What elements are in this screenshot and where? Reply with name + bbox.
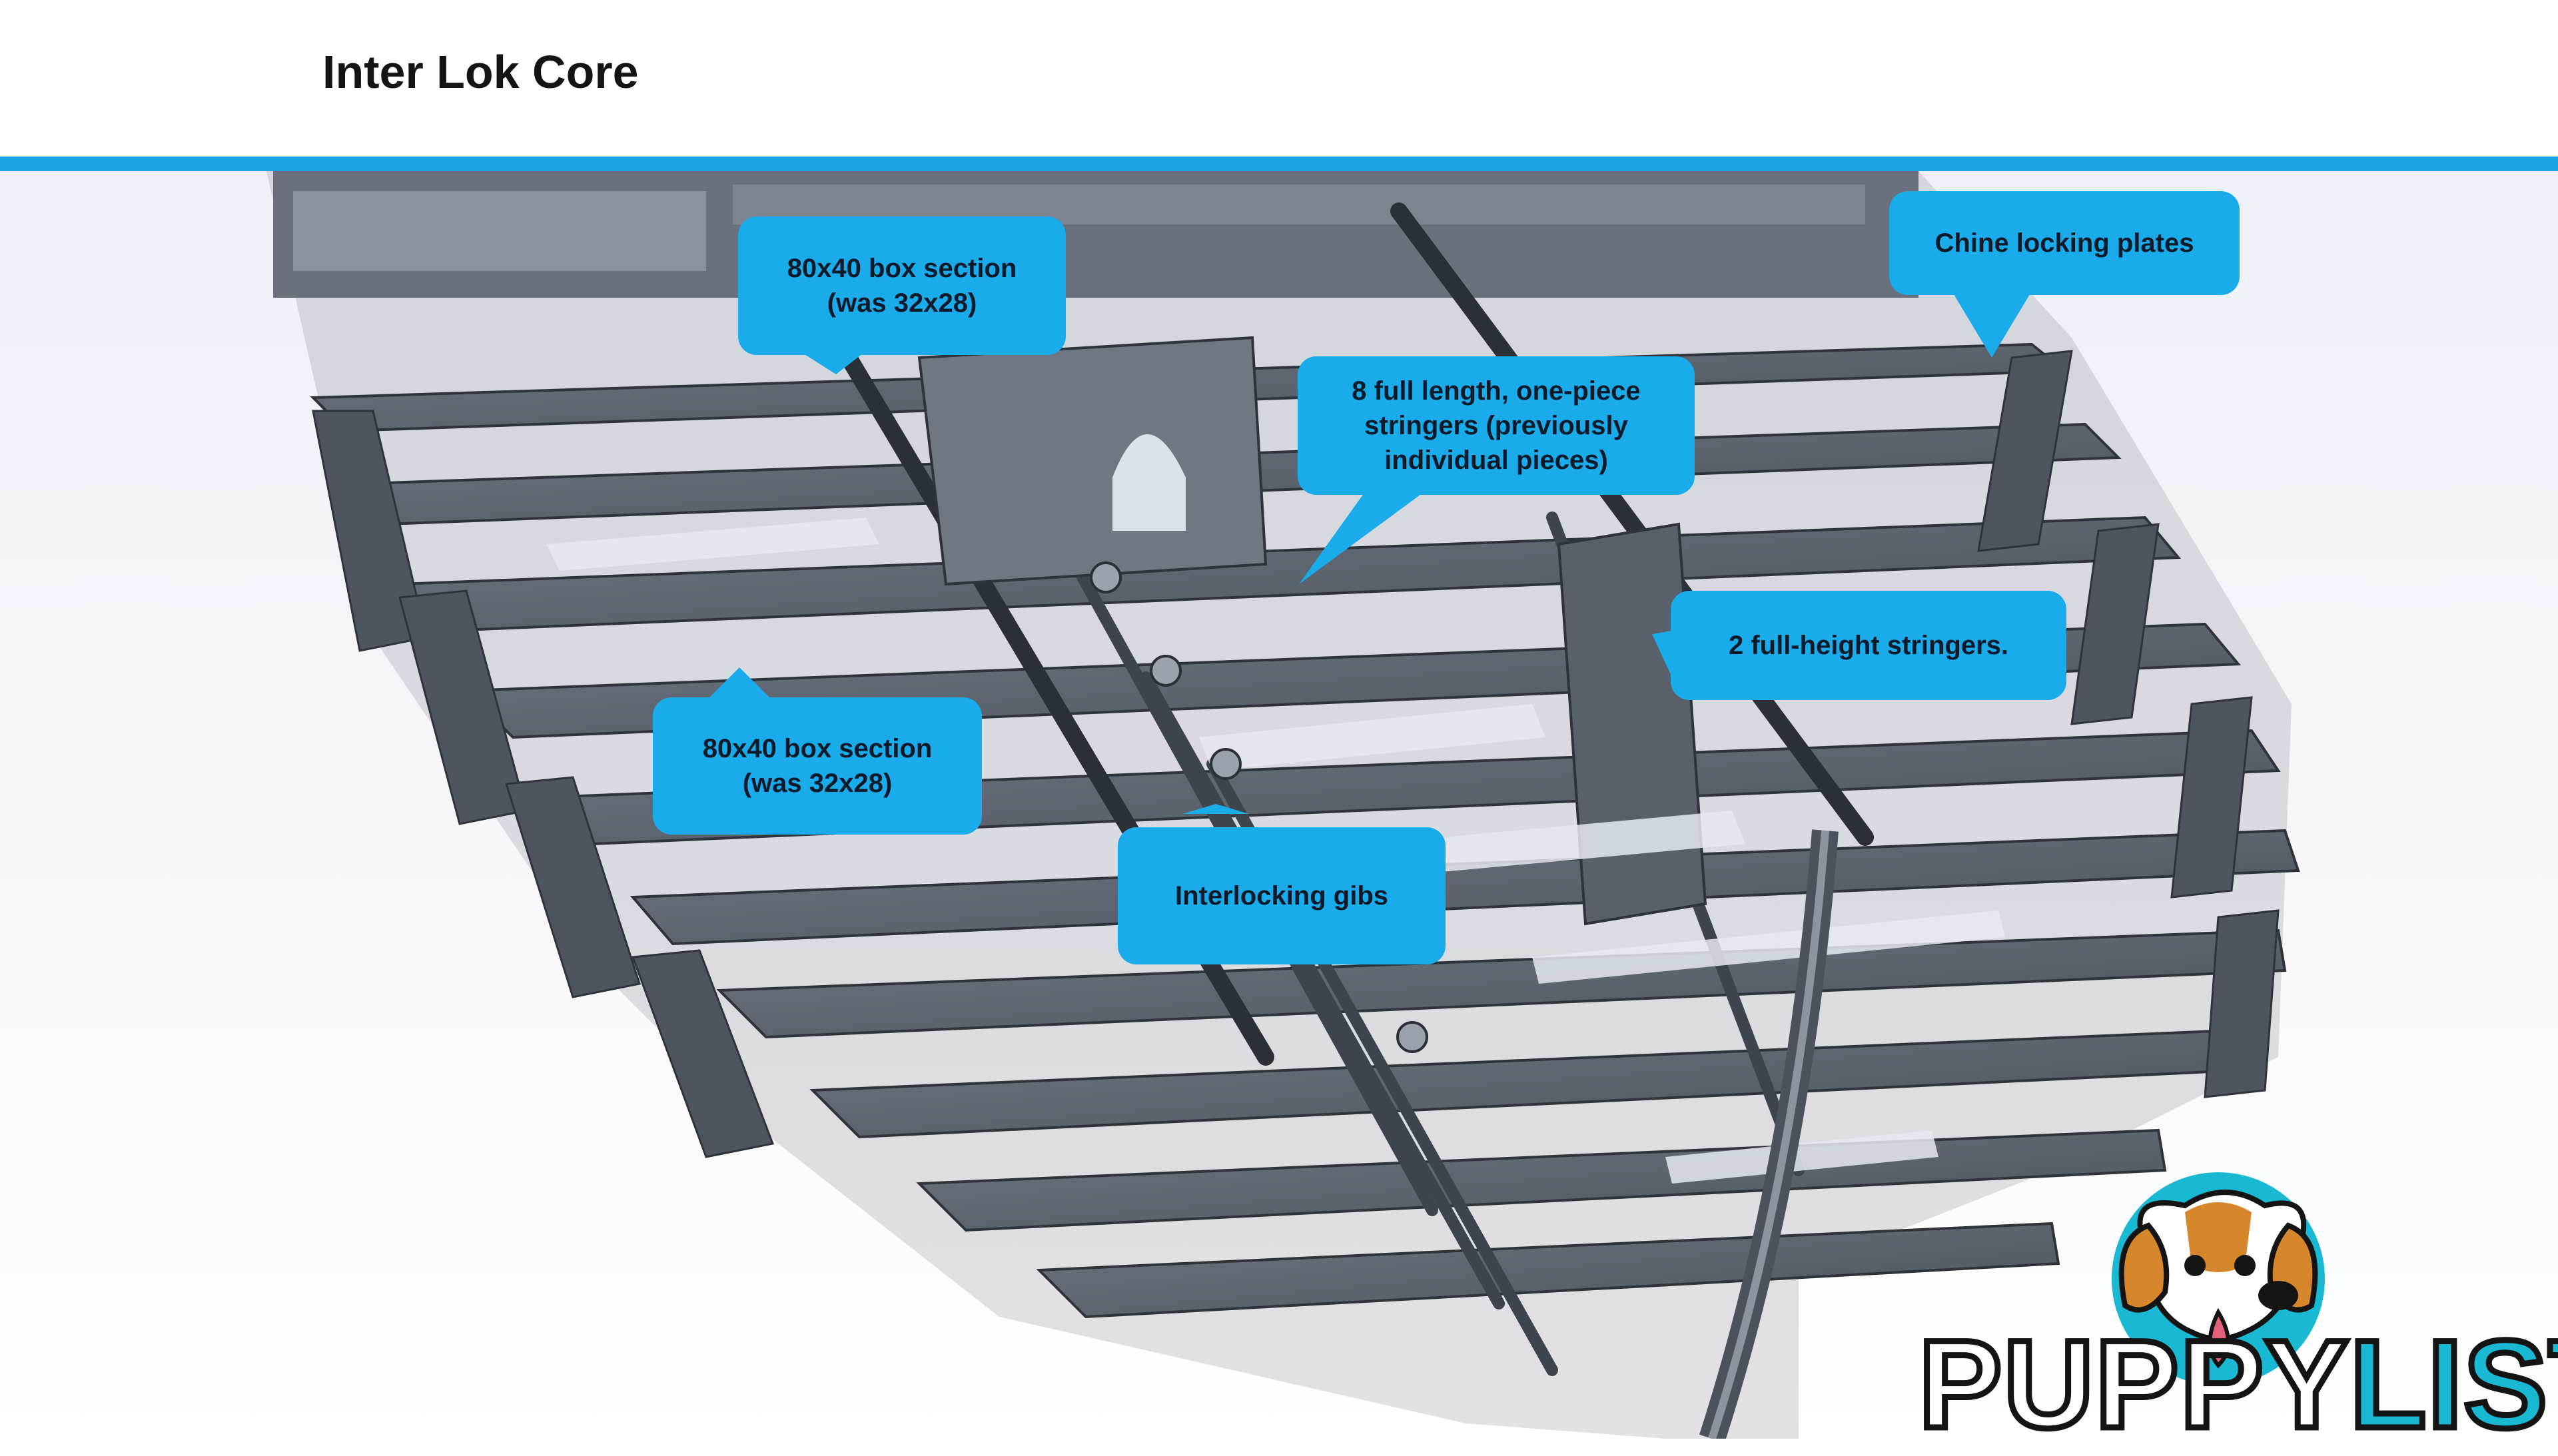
brand-part1: PUPPY [1915,1311,2351,1456]
slide-title: Inter Lok Core [322,46,639,98]
callout-line: stringers (previously [1364,411,1628,440]
callout-line: (was 32x28) [742,769,893,798]
callout-line: Chine locking plates [1934,228,2194,258]
callout-line: 80x40 box section [787,254,1017,283]
callout-line: individual pieces) [1384,446,1608,475]
callout-line: 80x40 box section [702,734,933,763]
callout-line: 2 full-height stringers. [1728,631,2009,660]
callout-full-length-stringers: 8 full length, one-piece stringers (previ… [1298,356,1695,495]
brand-part2: LIST [2347,1311,2558,1456]
callout-line: (was 32x28) [827,288,977,318]
callout-box-section-left: 80x40 box section (was 32x28) [653,697,982,835]
hull-frame-diagram: 80x40 box section (was 32x28) Chine locki… [0,171,2558,1443]
callout-line: 8 full length, one-piece [1352,376,1641,406]
beagle-puppy-icon [2112,1172,2325,1385]
brand-wordmark: PUPPYLIST [1915,1311,2558,1456]
callout-full-height-stringers: 2 full-height stringers. [1671,591,2066,700]
brand-logo: PUPPYLIST [1915,1166,2558,1456]
callout-interlocking-gibs: Interlocking gibs [1118,827,1446,964]
hull-frame-illustration [0,171,2558,1443]
callout-box-section-top: 80x40 box section (was 32x28) [738,216,1066,355]
callout-chine-locking-plates: Chine locking plates [1889,191,2240,295]
callout-line: Interlocking gibs [1174,881,1389,910]
title-underline [0,157,2558,171]
